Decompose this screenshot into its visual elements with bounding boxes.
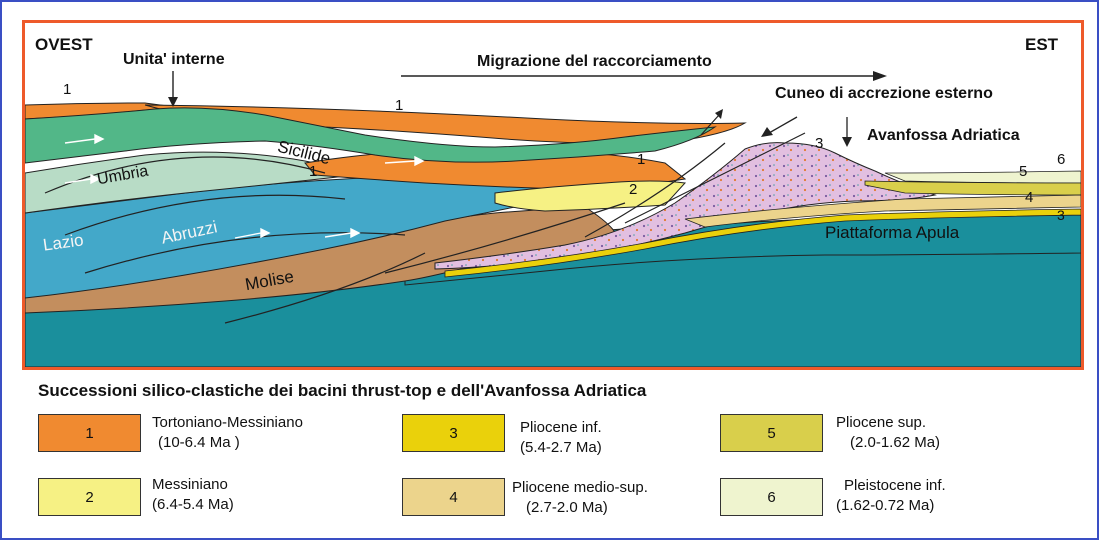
migration-label: Migrazione del raccorciamento [477, 53, 712, 71]
apula-label: Piattaforma Apula [825, 223, 959, 243]
legend-swatch-4: 4 [402, 478, 505, 516]
number-3-label: 3 [1057, 207, 1065, 223]
number-6-label: 6 [1057, 151, 1065, 168]
legend-item-1-label: Tortoniano-Messiniano [152, 413, 303, 433]
number-3-label: 3 [815, 135, 823, 152]
legend-item-2-text: Messiniano (6.4-5.4 Ma) [152, 475, 234, 515]
legend-swatch-1: 1 [38, 414, 141, 452]
number-5-label: 5 [1019, 163, 1027, 180]
number-1-label: 1 [637, 151, 645, 168]
number-1-label: 1 [63, 81, 71, 98]
legend-swatch-2: 2 [38, 478, 141, 516]
legend-item-4-text: Pliocene medio-sup. (2.7-2.0 Ma) [512, 478, 648, 518]
legend-item-5-range: (2.0-1.62 Ma) [836, 433, 940, 453]
legend-item-5-text: Pliocene sup. (2.0-1.62 Ma) [836, 413, 940, 453]
avanfossa-arrowhead [842, 137, 852, 147]
legend-swatch-5: 5 [720, 414, 823, 452]
legend-item-6-label: Pleistocene inf. [836, 476, 946, 496]
legend-item-2-label: Messiniano [152, 475, 234, 495]
east-label: EST [1025, 35, 1058, 55]
unita-interne-label: Unita' interne [123, 51, 225, 69]
cross-section-drawing [25, 23, 1081, 367]
legend-item-1-text: Tortoniano-Messiniano (10-6.4 Ma ) [152, 413, 303, 453]
foredeep-label: Avanfossa Adriatica [867, 127, 1020, 145]
legend-item-5-label: Pliocene sup. [836, 413, 940, 433]
number-4-label: 4 [1025, 189, 1033, 206]
legend-item-4-range: (2.7-2.0 Ma) [512, 498, 648, 518]
number-1-label: 1 [395, 97, 403, 114]
number-2-label: 2 [629, 181, 637, 198]
legend-item-3-label: Pliocene inf. [520, 418, 602, 438]
migration-arrowhead [873, 71, 887, 81]
legend-item-6-text: Pleistocene inf. (1.62-0.72 Ma) [836, 476, 946, 516]
legend-item-1-range: (10-6.4 Ma ) [152, 433, 303, 453]
cuneo-arrow [769, 117, 797, 133]
geologic-cross-section: OVEST EST Unita' interne Migrazione del … [22, 20, 1084, 370]
legend-item-6-range: (1.62-0.72 Ma) [836, 496, 946, 516]
legend-title: Successioni silico-clastiche dei bacini … [38, 381, 646, 401]
legend-item-2-range: (6.4-5.4 Ma) [152, 495, 234, 515]
legend-swatch-6: 6 [720, 478, 823, 516]
legend-item-3-text: Pliocene inf. (5.4-2.7 Ma) [520, 418, 602, 458]
legend-swatch-3: 3 [402, 414, 505, 452]
pleistocene-6 [885, 171, 1081, 183]
wedge-label: Cuneo di accrezione esterno [775, 85, 993, 103]
west-label: OVEST [35, 35, 93, 55]
legend-item-4-label: Pliocene medio-sup. [512, 478, 648, 498]
legend-item-3-range: (5.4-2.7 Ma) [520, 438, 602, 458]
